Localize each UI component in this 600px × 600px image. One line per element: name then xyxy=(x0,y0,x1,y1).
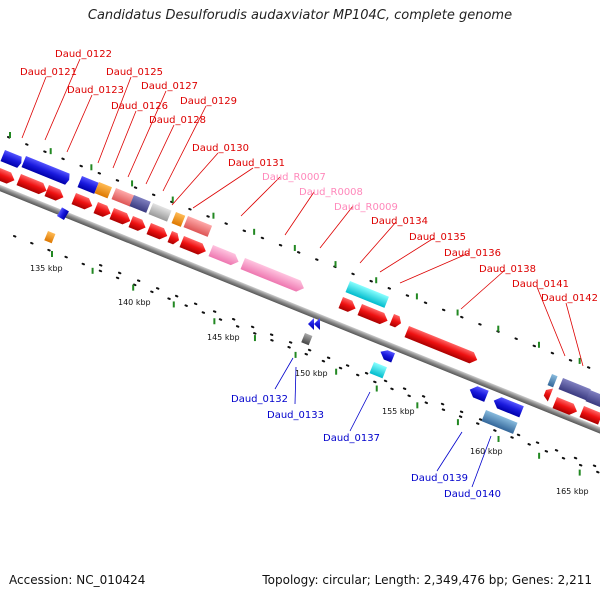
gene-label[interactable]: Daud_0127 xyxy=(141,81,198,92)
gene-label[interactable]: Daud_0131 xyxy=(228,158,285,169)
gene-label[interactable]: Daud_0136 xyxy=(444,248,501,259)
gene-daud-0126[interactable] xyxy=(94,182,112,199)
genome-summary: Topology: circular; Length: 2,349,476 bp… xyxy=(262,573,592,587)
gene-label[interactable]: Daud_0139 xyxy=(411,473,468,484)
gene-label[interactable]: Daud_0123 xyxy=(67,85,124,96)
tick-label-165: 165 kbp xyxy=(556,487,589,496)
inner-tick-row-1 xyxy=(13,235,600,474)
tick-label-145: 145 kbp xyxy=(207,333,240,342)
upper-gene-labels: Daud_0122 Daud_0121 Daud_0125 Daud_0123 … xyxy=(20,49,598,304)
gene-daud-0137[interactable] xyxy=(369,362,387,379)
lower-gene-labels: Daud_0132 Daud_0133 Daud_0137 Daud_0139 … xyxy=(231,394,501,500)
map-title: Candidatus Desulforudis audaxviator MP10… xyxy=(87,8,513,23)
gene-feature[interactable] xyxy=(128,216,148,233)
gene-label[interactable]: Daud_0125 xyxy=(106,67,163,78)
gene-feature[interactable] xyxy=(167,231,182,246)
gene-label[interactable]: Daud_0141 xyxy=(512,279,569,290)
gene-label[interactable]: Daud_R0008 xyxy=(299,187,363,198)
tick-label-135: 135 kbp xyxy=(30,264,63,273)
gene-feature[interactable] xyxy=(301,333,313,346)
gene-label[interactable]: Daud_0121 xyxy=(20,67,77,78)
gene-daud-0138[interactable] xyxy=(404,326,480,366)
tick-label-160: 160 kbp xyxy=(470,447,503,456)
tick-label-150: 150 kbp xyxy=(295,369,328,378)
gene-label[interactable]: Daud_R0009 xyxy=(334,202,398,213)
gene-daud-0125[interactable] xyxy=(77,176,99,194)
gene-daud-r0007[interactable] xyxy=(208,245,241,267)
gene-daud-r0008[interactable] xyxy=(240,258,307,294)
gene-daud-0127[interactable] xyxy=(111,188,135,207)
gene-feature[interactable] xyxy=(579,406,600,425)
gene-label[interactable]: Daud_0142 xyxy=(541,293,598,304)
gene-daud-0139[interactable] xyxy=(468,384,489,402)
gene-label[interactable]: Daud_0132 xyxy=(231,394,288,405)
gene-daud-0128[interactable] xyxy=(129,195,151,213)
gene-feature[interactable] xyxy=(389,314,404,329)
gene-feature[interactable] xyxy=(552,397,580,417)
gene-features xyxy=(0,150,600,434)
gene-daud-0141[interactable] xyxy=(547,374,558,388)
gene-label[interactable]: Daud_0129 xyxy=(180,96,237,107)
gene-label[interactable]: Daud_0122 xyxy=(55,49,112,60)
gene-feature[interactable] xyxy=(492,395,524,418)
gene-feature[interactable] xyxy=(93,202,113,219)
gene-feature[interactable] xyxy=(179,236,209,257)
gene-label[interactable]: Daud_0134 xyxy=(371,216,428,227)
gene-daud-0123[interactable] xyxy=(16,174,49,196)
gene-feature[interactable] xyxy=(57,207,69,220)
gene-daud-0133[interactable] xyxy=(314,318,320,330)
upper-label-leaders xyxy=(21,58,584,367)
gene-daud-0122[interactable] xyxy=(21,156,72,185)
gene-feature[interactable] xyxy=(71,193,95,212)
gene-daud-0142[interactable] xyxy=(558,378,591,401)
tick-label-140: 140 kbp xyxy=(118,298,151,307)
lower-label-leaders xyxy=(274,357,492,488)
axis-tick-labels: 135 kbp 140 kbp 145 kbp 150 kbp 155 kbp … xyxy=(30,264,589,496)
gene-label[interactable]: Daud_0126 xyxy=(111,101,168,112)
accession-label: Accession: NC_010424 xyxy=(9,573,146,587)
gene-feature[interactable] xyxy=(44,185,66,203)
gene-label[interactable]: Daud_0137 xyxy=(323,433,380,444)
gene-label[interactable]: Daud_0130 xyxy=(192,143,249,154)
gene-daud-0131[interactable] xyxy=(183,216,213,237)
green-minor-ticks xyxy=(9,132,581,476)
gene-daud-0136[interactable] xyxy=(357,304,390,326)
gene-label[interactable]: Daud_0135 xyxy=(409,232,466,243)
gene-daud-0129[interactable] xyxy=(148,203,172,222)
gene-daud-0134[interactable] xyxy=(345,281,389,308)
gene-label[interactable]: Daud_0138 xyxy=(479,264,536,275)
gene-feature[interactable] xyxy=(146,223,170,242)
gene-feature[interactable] xyxy=(44,231,56,244)
gene-feature[interactable] xyxy=(0,168,17,186)
gene-feature[interactable] xyxy=(542,386,554,402)
gene-feature[interactable] xyxy=(585,390,600,409)
gene-daud-0121[interactable] xyxy=(0,150,24,169)
genome-axis xyxy=(0,177,600,454)
gene-daud-0135[interactable] xyxy=(338,297,358,314)
gene-feature[interactable] xyxy=(378,348,395,363)
gene-label[interactable]: Daud_0128 xyxy=(149,115,206,126)
gene-daud-0132[interactable] xyxy=(308,318,314,330)
gene-daud-0130[interactable] xyxy=(171,212,186,227)
gene-label[interactable]: Daud_0133 xyxy=(267,410,324,421)
tick-label-155: 155 kbp xyxy=(382,407,415,416)
gene-daud-0140[interactable] xyxy=(481,410,518,434)
gene-feature[interactable] xyxy=(109,208,133,227)
gene-label[interactable]: Daud_R0007 xyxy=(262,172,326,183)
gene-label[interactable]: Daud_0140 xyxy=(444,489,501,500)
